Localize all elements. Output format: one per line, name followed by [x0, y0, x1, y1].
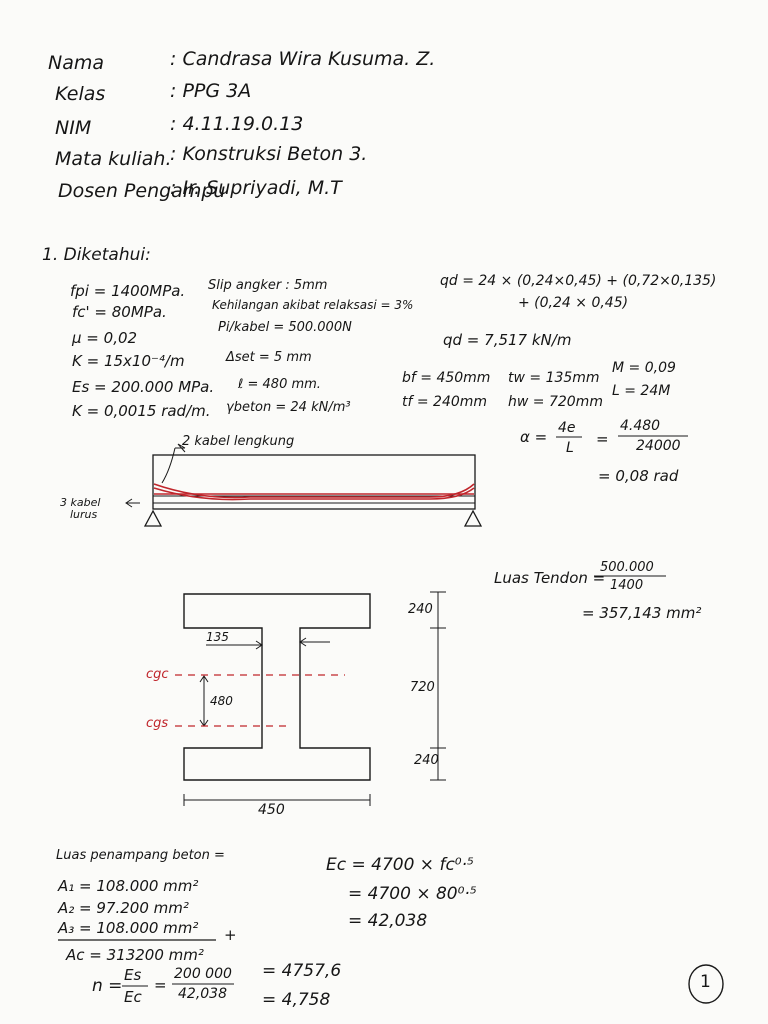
n-lhs: n =	[92, 976, 123, 996]
name-label: Nama	[48, 52, 105, 74]
alpha-denominator-2: 24000	[636, 438, 681, 454]
area-a2: A₂ = 97.200 mm²	[58, 899, 189, 917]
n-result-2: = 4,758	[262, 990, 331, 1010]
course-label: Mata kuliah.	[55, 148, 172, 170]
flange-top-height: 240	[408, 602, 433, 617]
web-height: 720	[410, 680, 435, 695]
tendon-area-label: Luas Tendon =	[494, 569, 606, 587]
lecturer-label: Dosen Pengampu	[58, 180, 226, 202]
n-numerator: Es	[124, 966, 142, 984]
area-a3: A₃ = 108.000 mm²	[58, 919, 199, 937]
ec-line-1: Ec = 4700 × fc⁰·⁵	[326, 855, 474, 875]
given-length: ℓ = 480 mm.	[238, 377, 321, 392]
class-value: : PPG 3A	[170, 80, 252, 102]
area-total: Ac = 313200 mm²	[66, 946, 204, 964]
beam-elevation	[125, 443, 483, 527]
ec-line-3: = 42,038	[348, 911, 428, 931]
n-result-1: = 4757,6	[262, 961, 342, 981]
area-heading: Luas penampang beton =	[56, 848, 225, 863]
beam-outline	[152, 454, 476, 510]
qd-line-2: + (0,24 × 0,45)	[518, 295, 629, 311]
page-number-circle	[688, 964, 724, 1004]
dim-bf: bf = 450mm	[402, 370, 491, 386]
lecturer-value: : Ir. Supriyadi, M.T	[170, 177, 342, 199]
given-relaxation: Kehilangan akibat relaksasi = 3%	[212, 298, 414, 312]
given-slip: Slip angker : 5mm	[208, 278, 328, 293]
nim-label: NIM	[55, 117, 92, 139]
dim-m: M = 0,09	[612, 360, 676, 376]
given-pi-per-cable: Pi/kabel = 500.000N	[218, 320, 352, 335]
n-equals: =	[154, 976, 167, 994]
n-denominator-2: 42,038	[178, 986, 227, 1002]
dim-tf: tf = 240mm	[402, 394, 488, 410]
alpha-equals: =	[596, 430, 609, 448]
given-k: K = 15x10⁻⁴/m	[72, 352, 185, 370]
given-mu: μ = 0,02	[72, 329, 138, 347]
ec-line-2: = 4700 × 80⁰·⁵	[348, 884, 477, 904]
cgc-label: cgc	[146, 667, 169, 682]
tendon-area-numerator: 500.000	[600, 560, 654, 575]
given-k-rad: K = 0,0015 rad/m.	[72, 402, 211, 420]
i-section-outline	[183, 593, 371, 781]
alpha-result: = 0,08 rad	[598, 467, 679, 485]
tendon-lines	[153, 483, 475, 501]
tendon-area-result: = 357,143 mm²	[582, 604, 702, 622]
right-support-icon	[463, 509, 483, 527]
area-plus: +	[224, 926, 237, 944]
name-value: : Candrasa Wira Kusuma. Z.	[170, 48, 436, 70]
dim-l: L = 24M	[612, 383, 671, 399]
nim-value: : 4.11.19.0.13	[170, 113, 304, 135]
given-fc: fc' = 80MPa.	[72, 303, 167, 321]
problem-heading: 1. Diketahui:	[42, 245, 151, 265]
given-es: Es = 200.000 MPa.	[72, 378, 215, 396]
page-number: 1	[700, 972, 711, 992]
web-width-label: 135	[206, 630, 229, 644]
area-a1: A₁ = 108.000 mm²	[58, 877, 199, 895]
section-width-label: 450	[258, 802, 285, 818]
qd-result: qd = 7,517 kN/m	[443, 331, 572, 349]
course-value: : Konstruksi Beton 3.	[170, 143, 368, 165]
qd-line-1: qd = 24 × (0,24×0,45) + (0,72×0,135)	[440, 273, 717, 289]
alpha-lhs: α =	[520, 428, 548, 446]
n-denominator: Ec	[124, 988, 142, 1006]
given-delta-set: Δset = 5 mm	[226, 350, 312, 365]
given-gamma-concrete: γbeton = 24 kN/m³	[226, 400, 351, 415]
class-label: Kelas	[55, 83, 106, 105]
dim-tw: tw = 135mm	[508, 370, 600, 386]
alpha-denominator: L	[566, 440, 574, 456]
left-support-icon	[143, 509, 163, 527]
n-numerator-2: 200 000	[174, 966, 232, 982]
cgs-label: cgs	[146, 716, 169, 731]
flange-bottom-height: 240	[414, 753, 439, 768]
tendon-area-denominator: 1400	[610, 578, 644, 593]
straight-cable-label-1: 3 kabel	[60, 496, 101, 509]
dim-hw: hw = 720mm	[508, 394, 603, 410]
alpha-numerator-2: 4.480	[620, 418, 661, 434]
i-section	[183, 591, 446, 806]
given-fpi: fpi = 1400MPa.	[70, 282, 186, 300]
curved-cable-label: 2 kabel lengkung	[182, 434, 295, 449]
eccentricity-label: 480	[210, 694, 233, 708]
curved-tendon	[153, 483, 475, 499]
straight-cable-label-2: lurus	[70, 508, 98, 521]
alpha-numerator: 4e	[558, 420, 576, 436]
